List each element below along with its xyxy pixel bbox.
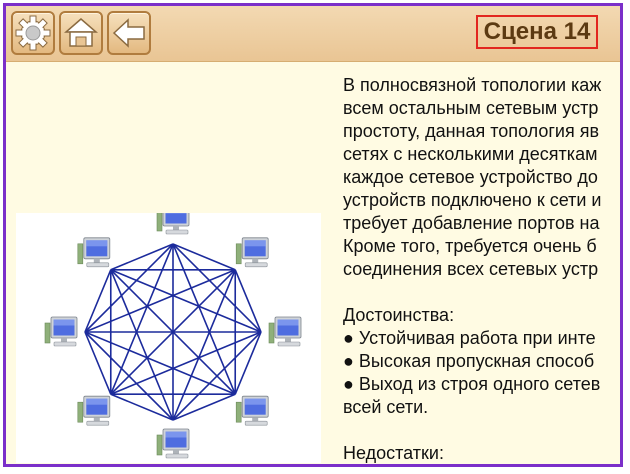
back-button[interactable] xyxy=(107,11,151,55)
text-line: требует добавление портов на xyxy=(343,213,600,233)
mesh-link xyxy=(172,393,236,421)
text-line: сетях с несколькими десяткам xyxy=(343,144,598,164)
mesh-link xyxy=(84,331,112,395)
gear-icon xyxy=(15,15,51,51)
computer-icon xyxy=(235,395,269,426)
text-line: устройств подключено к сети и xyxy=(343,190,602,210)
mesh-link xyxy=(172,243,236,271)
settings-button[interactable] xyxy=(11,11,55,55)
computer-icon xyxy=(268,316,302,347)
scene-frame: Сцена 14 В полносвязной топологии каж вс… xyxy=(3,3,623,467)
computer-icon xyxy=(44,316,78,347)
text-line: всем остальным сетевым устр xyxy=(343,98,599,118)
list-item: ● Выход из строя одного сетев xyxy=(343,374,601,394)
mesh-link xyxy=(234,331,262,395)
mesh-link xyxy=(110,269,236,395)
computer-icon xyxy=(156,204,190,235)
list-item: всей сети. xyxy=(343,397,429,417)
mesh-link xyxy=(84,269,112,333)
computer-icon xyxy=(235,237,269,268)
mesh-link xyxy=(110,269,262,333)
mesh-links xyxy=(84,243,262,421)
list-item: ● Высокая пропускная способ xyxy=(343,351,595,371)
mesh-link xyxy=(84,331,174,421)
home-icon xyxy=(63,18,99,47)
scene-title: Сцена 14 xyxy=(476,15,598,49)
advantages-list: ● Устойчивая работа при инте ● Высокая п… xyxy=(343,327,620,419)
spacer xyxy=(343,419,620,442)
text-line: Кроме того, требуется очень б xyxy=(343,236,597,256)
spacer xyxy=(343,281,620,304)
mesh-link xyxy=(234,269,262,333)
computer-icon xyxy=(77,395,111,426)
text-line: простоту, данная топология яв xyxy=(343,121,600,141)
computer-icon xyxy=(77,237,111,268)
content-text: В полносвязной топологии каж всем осталь… xyxy=(343,74,620,464)
text-line: В полносвязной топологии каж xyxy=(343,75,602,95)
home-button[interactable] xyxy=(59,11,103,55)
mesh-link xyxy=(110,393,174,421)
advantages-heading: Достоинства: xyxy=(343,305,455,325)
mesh-link xyxy=(110,269,174,421)
text-line: соединения всех сетевых устр xyxy=(343,259,599,279)
top-toolbar: Сцена 14 xyxy=(6,6,620,62)
mesh-topology-diagram xyxy=(16,204,321,463)
mesh-link xyxy=(110,243,174,271)
text-line: каждое сетевое устройство до xyxy=(343,167,598,187)
disadvantages-heading: Недостатки: xyxy=(343,443,444,463)
paragraph: В полносвязной топологии каж всем осталь… xyxy=(343,74,620,281)
back-arrow-icon xyxy=(112,18,145,48)
mesh-topology-svg xyxy=(44,204,302,459)
computer-icon xyxy=(156,428,190,459)
list-item: ● Устойчивая работа при инте xyxy=(343,328,596,348)
